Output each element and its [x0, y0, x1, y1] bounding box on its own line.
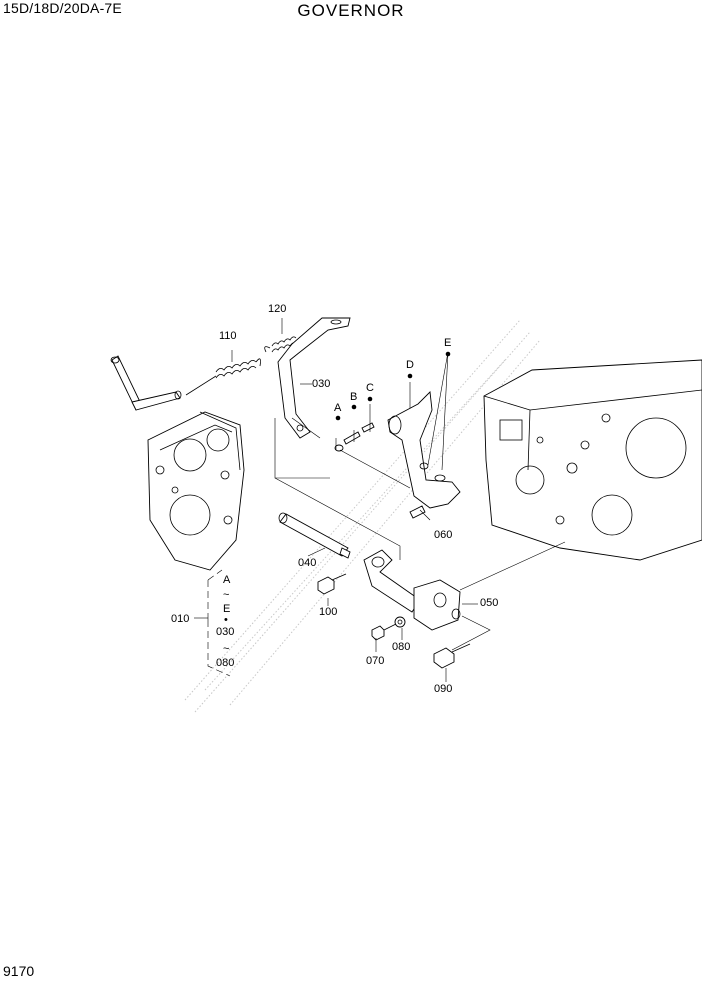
callout-B: B: [350, 391, 357, 403]
lever-030: [277, 317, 351, 439]
range-tilde-1: ~: [223, 589, 229, 601]
page-number: 9170: [3, 963, 35, 979]
spring-110: [185, 358, 261, 396]
page-title: GOVERNOR: [297, 1, 405, 20]
callout-D: D: [406, 359, 414, 371]
governor-fork: [387, 391, 461, 519]
callout-080: 080: [392, 641, 410, 653]
callout-030: 030: [312, 378, 330, 390]
bolts: [317, 573, 471, 669]
callout-040: 040: [298, 557, 316, 569]
range-start: A: [223, 574, 231, 586]
callout-dots: [335, 351, 451, 421]
callout-A: A: [334, 402, 342, 414]
callout-050: 050: [480, 597, 498, 609]
callout-120: 120: [268, 303, 286, 315]
range-end: 080: [216, 657, 234, 669]
callout-110: 110: [219, 330, 237, 342]
callout-100: 100: [319, 606, 337, 618]
small-parts-abc: [334, 422, 375, 452]
lever-shaft-left: [110, 355, 182, 411]
callout-070: 070: [366, 655, 384, 667]
callout-E: E: [444, 337, 451, 349]
range-dot: •: [224, 614, 228, 626]
range-mid-2: 030: [216, 626, 234, 638]
engine-block-right: [483, 359, 702, 561]
range-mid: E: [223, 603, 230, 615]
callout-C: C: [366, 382, 374, 394]
range-tilde-2: ~: [223, 643, 229, 655]
callout-090: 090: [434, 683, 452, 695]
lever-050: [363, 549, 461, 631]
engine-housing-left: [147, 411, 245, 571]
callout-060: 060: [434, 529, 452, 541]
callout-010: 010: [171, 613, 189, 625]
connector-lines: [194, 318, 566, 682]
model-header: 15D/18D/20DA-7E: [3, 0, 122, 16]
shaft-040: [278, 512, 351, 559]
